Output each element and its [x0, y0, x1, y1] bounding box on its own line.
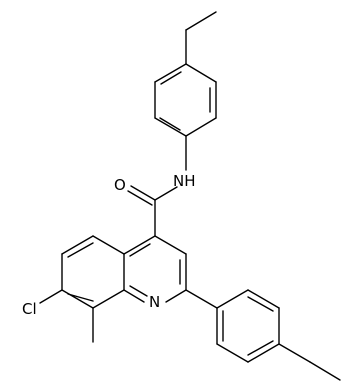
bond: [165, 289, 187, 303]
bond: [130, 185, 156, 201]
bond: [61, 289, 94, 309]
bond: [127, 190, 153, 206]
bond: [247, 296, 274, 312]
bond: [154, 235, 187, 255]
bond: [185, 289, 218, 309]
bond: [160, 71, 182, 85]
bond: [185, 117, 217, 137]
bond: [123, 289, 145, 303]
bond: [92, 235, 125, 255]
bond: [123, 235, 156, 255]
bond: [154, 117, 187, 137]
carbonyl-oxygen-label: O: [114, 176, 126, 194]
bond: [154, 63, 187, 83]
bond: [129, 243, 151, 257]
bond: [185, 63, 217, 83]
bond: [159, 117, 181, 131]
bond: [247, 340, 274, 356]
chlorine-label: Cl: [22, 300, 37, 318]
amide-nh-label: NH: [173, 172, 196, 190]
quinoline-nitrogen-label: N: [149, 293, 160, 311]
bond: [67, 242, 94, 258]
bond: [216, 343, 249, 363]
bond: [247, 289, 280, 309]
bond: [185, 11, 217, 31]
bond-layer: [39, 11, 341, 381]
atom-label-layer: NH O N Cl: [22, 172, 196, 318]
bond: [92, 289, 125, 309]
bond: [67, 293, 94, 302]
bond: [216, 289, 249, 309]
bond: [39, 289, 63, 304]
bond: [309, 361, 341, 381]
bond: [154, 186, 178, 201]
bond: [61, 235, 94, 255]
bond: [247, 343, 280, 363]
bond: [129, 285, 148, 297]
bond: [278, 343, 311, 363]
